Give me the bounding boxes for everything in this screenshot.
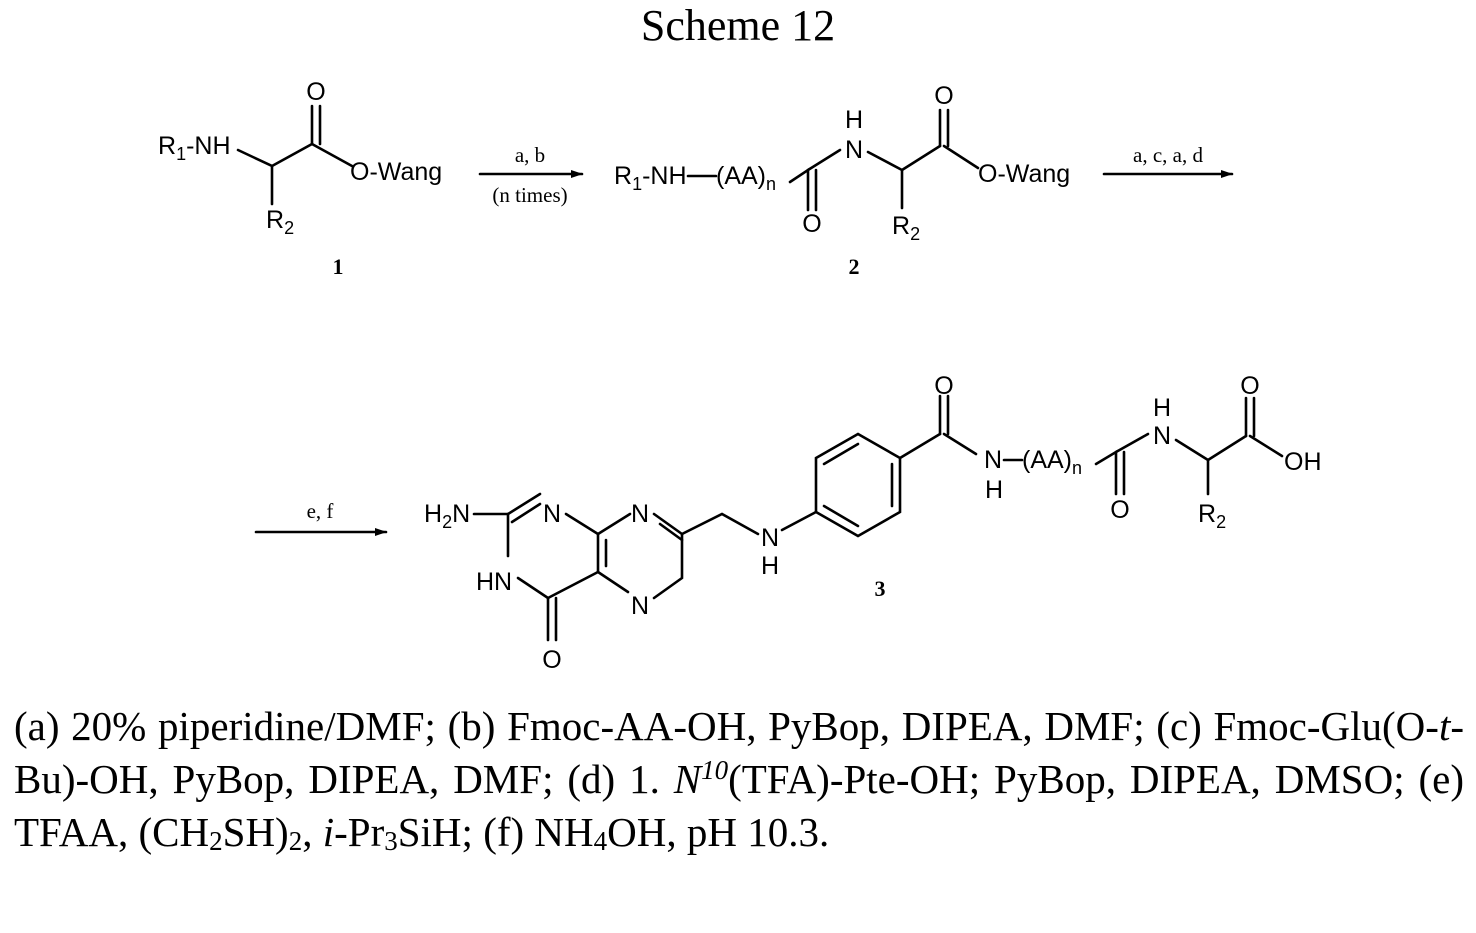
arrow-1-bottom-label: (n times)	[492, 183, 567, 207]
arrow-2-top-label: a, c, a, d	[1133, 143, 1203, 167]
r2-label-1: R	[266, 206, 284, 234]
condition-b: (b) Fmoc-AA-OH, PyBop, DIPEA, DMF;	[448, 703, 1145, 749]
reaction-scheme: Scheme 12 R1-NH O O-Wang R2 1 a, b (n ti…	[0, 0, 1476, 700]
svg-text:R2: R2	[892, 212, 920, 244]
reaction-arrow-3: e, f	[256, 499, 386, 532]
reaction-arrow-1: a, b (n times)	[480, 143, 582, 207]
r2-label-3: R	[1198, 500, 1216, 528]
scheme-title: Scheme 12	[641, 1, 835, 50]
ring-carbonyl-o: O	[542, 646, 561, 674]
owang-label-1: O-Wang	[350, 158, 442, 186]
condition-d: (d) 1. N10(TFA)-Pte-OH; PyBop, DIPEA, DM…	[567, 756, 1404, 802]
compound-3-structure: H2N N HN O N N N H O N H (AA)n O	[424, 372, 1322, 674]
compound-number-2: 2	[849, 254, 860, 279]
ring-n3: N	[631, 592, 649, 620]
benzamide-n: N	[984, 446, 1002, 474]
svg-text:R2: R2	[1198, 500, 1226, 532]
aa-label-3: (AA)	[1022, 446, 1072, 474]
ring-n1: N	[543, 500, 561, 528]
benzamide-o: O	[934, 372, 953, 400]
linker-h: H	[761, 552, 779, 580]
svg-text:R2: R2	[266, 206, 294, 238]
condition-a: (a) 20% piperidine/DMF;	[14, 703, 436, 749]
ring-n2: N	[631, 500, 649, 528]
compound-1-structure: R1-NH O O-Wang R2 1	[158, 78, 442, 279]
condition-f: (f) NH4OH, pH 10.3.	[483, 809, 829, 855]
linker-n: N	[761, 524, 779, 552]
r2-label-2: R	[892, 212, 910, 240]
owang-label-2: O-Wang	[978, 160, 1070, 188]
compound-number-1: 1	[333, 254, 344, 279]
reaction-conditions: (a) 20% piperidine/DMF; (b) Fmoc-AA-OH, …	[14, 700, 1464, 859]
compound-number-3: 3	[875, 576, 886, 601]
h2n-label: H	[424, 500, 442, 528]
ring-hn: HN	[476, 568, 512, 596]
carbonyl-oxygen-2b: O	[934, 82, 953, 110]
svg-text:R1-NH: R1-NH	[158, 132, 231, 164]
aa-label-2: (AA)	[716, 162, 766, 190]
reaction-arrow-2: a, c, a, d	[1104, 143, 1232, 174]
amide-h-3: H	[1153, 394, 1171, 422]
acid-oh: OH	[1284, 448, 1322, 476]
svg-text:(AA)n: (AA)n	[716, 162, 776, 194]
svg-text:(AA)n: (AA)n	[1022, 446, 1082, 478]
svg-text:H2N: H2N	[424, 500, 470, 532]
arrow-1-top-label: a, b	[515, 143, 545, 167]
r1-label: R	[158, 132, 176, 160]
carbonyl-oxygen-1: O	[306, 78, 325, 106]
acid-o: O	[1240, 372, 1259, 400]
benzamide-h: H	[985, 476, 1003, 504]
compound-2-structure: R1-NH (AA)n O H N O O-Wang R2 2	[614, 82, 1070, 279]
amide-h-2: H	[845, 106, 863, 134]
carbonyl-oxygen-2a: O	[802, 210, 821, 238]
arrow-3-top-label: e, f	[307, 499, 334, 523]
amide-n-2: N	[845, 136, 863, 164]
amide-o-3: O	[1110, 496, 1129, 524]
svg-text:R1-NH: R1-NH	[614, 162, 687, 194]
amide-n-3: N	[1153, 422, 1171, 450]
r1-label-2: R	[614, 162, 632, 190]
